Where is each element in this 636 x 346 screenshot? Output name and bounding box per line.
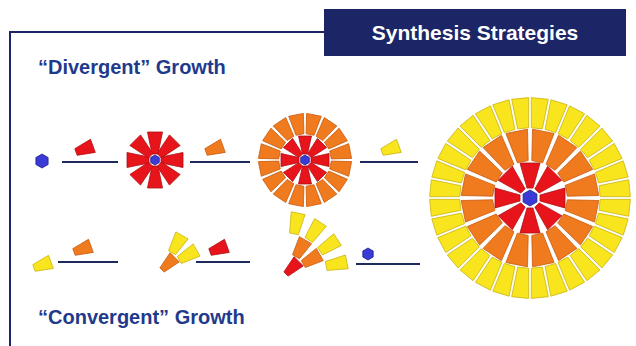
dendron-wedge	[461, 200, 495, 222]
dendron-wedge	[498, 166, 525, 193]
dendron-wedge	[330, 144, 352, 159]
dendron-wedge	[432, 213, 465, 235]
dendron-wedge	[495, 188, 520, 208]
dendron-wedge	[430, 199, 461, 216]
dendron-wedge	[209, 239, 230, 255]
dendron-wedge	[73, 239, 94, 255]
dendron-wedge	[284, 257, 303, 276]
dendron-wedge	[512, 98, 529, 129]
strategy-label: “Convergent” Growth	[38, 306, 245, 329]
dendron-wedge	[520, 208, 540, 233]
dendron-wedge	[283, 138, 302, 157]
reaction-line	[62, 161, 118, 163]
dendron-wedge	[599, 180, 630, 197]
dendron-wedge	[540, 188, 565, 208]
dendron-wedge	[258, 161, 280, 176]
dendron-wedge	[535, 203, 562, 230]
reaction-line	[360, 161, 418, 163]
dendron-wedge	[75, 139, 96, 155]
title-banner: Synthesis Strategies	[324, 9, 626, 56]
core-hexagon	[151, 155, 160, 165]
dendron-wedge	[306, 185, 321, 207]
dendron-wedge	[565, 174, 599, 196]
reaction-line	[190, 161, 250, 163]
dendron-wedge	[498, 203, 525, 230]
dendron-wedge	[493, 100, 515, 133]
dendron-wedge	[532, 233, 554, 267]
strategy-label: “Divergent” Growth	[38, 56, 226, 79]
dendron-wedge	[520, 163, 540, 188]
dendron-wedge	[506, 129, 528, 163]
dendron-wedge	[595, 161, 628, 183]
frame-line	[9, 31, 11, 346]
dendron-wedge	[205, 139, 226, 155]
core-hexagon	[523, 190, 537, 206]
dendron-wedge	[33, 255, 54, 271]
dendron-wedge	[318, 234, 342, 255]
reaction-line	[58, 261, 118, 263]
core-hexagon	[301, 155, 310, 165]
dendron-wedge	[531, 267, 548, 298]
dendron-wedge	[325, 255, 348, 270]
dendron-wedge	[545, 263, 567, 296]
core-hexagon	[36, 154, 48, 168]
dendron-wedge	[305, 219, 326, 243]
reaction-line	[196, 261, 250, 263]
dendron-wedge	[535, 166, 562, 193]
dendron-wedge	[290, 212, 305, 235]
dendron-wedge	[130, 135, 153, 158]
dendron-wedge	[160, 253, 179, 272]
dendron-wedge	[381, 139, 402, 155]
dendron-wedge	[289, 113, 304, 135]
core-hexagon	[363, 248, 373, 260]
reaction-line	[356, 263, 420, 265]
dendron-wedge	[177, 244, 200, 264]
frame-line	[10, 31, 340, 33]
